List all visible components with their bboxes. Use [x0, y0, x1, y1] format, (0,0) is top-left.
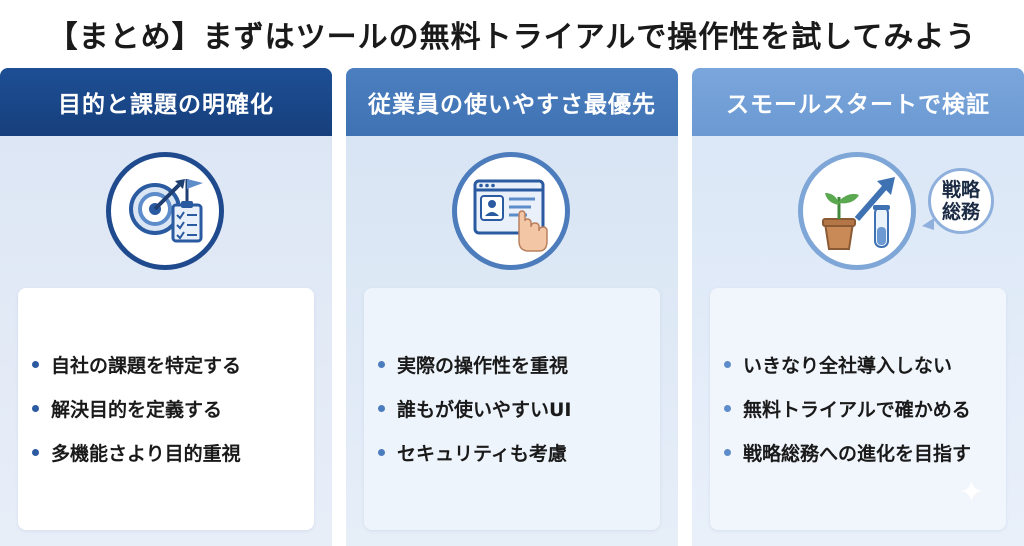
checklist-box: いきなり全社導入しない 無料トライアルで確かめる 戦略総務への進化を目指す ✦ [710, 288, 1006, 530]
bullet-icon [32, 404, 39, 412]
bullet-icon [724, 360, 731, 368]
profile-screen-tap-icon [452, 152, 570, 270]
list-item: 無料トライアルで確かめる [724, 386, 971, 430]
list-item: 戦略総務への進化を目指す [724, 430, 971, 474]
list-item: 多機能さより目的重視 [32, 430, 241, 474]
list-item: 誰もが使いやすいUI [378, 386, 572, 430]
list-item: いきなり全社導入しない [724, 342, 971, 386]
bullet-icon [378, 448, 385, 456]
target-checklist-icon [106, 152, 224, 270]
bullet-icon [32, 448, 39, 456]
card-heading: 従業員の使いやすさ最優先 [346, 68, 678, 136]
list-item: 実際の操作性を重視 [378, 342, 572, 386]
checklist-box: 実際の操作性を重視 誰もが使いやすいUI セキュリティも考慮 [364, 288, 660, 530]
card-usability-first: 従業員の使いやすさ最優先 実際の操作性を重視 誰もが使いやすいUI セキュリティ… [346, 68, 678, 546]
card-heading: スモールスタートで検証 [692, 68, 1024, 136]
sparkle-icon: ✦ [958, 475, 984, 510]
bullet-icon [724, 448, 731, 456]
list-item: セキュリティも考慮 [378, 430, 572, 474]
bullet-icon [378, 360, 385, 368]
list-item: 自社の課題を特定する [32, 342, 241, 386]
strategy-badge: 戦略 総務 [928, 168, 994, 234]
bullet-icon [378, 404, 385, 412]
card-small-start: スモールスタートで検証 戦略 総務 いきなり全社導入しない 無料トライアルで確か… [692, 68, 1024, 546]
page-title: 【まとめ】まずはツールの無料トライアルで操作性を試してみよう [47, 20, 977, 55]
plant-growth-test-tube-icon [798, 152, 916, 270]
speech-tail-icon [922, 218, 934, 230]
card-heading: 目的と課題の明確化 [0, 68, 332, 136]
list-item: 解決目的を定義する [32, 386, 241, 430]
card-goal-clarification: 目的と課題の明確化 自社の課題を特定する 解決目的を定義する 多機能さより目的重… [0, 68, 332, 546]
bullet-icon [724, 404, 731, 412]
bullet-icon [32, 360, 39, 368]
checklist-box: 自社の課題を特定する 解決目的を定義する 多機能さより目的重視 [18, 288, 314, 530]
